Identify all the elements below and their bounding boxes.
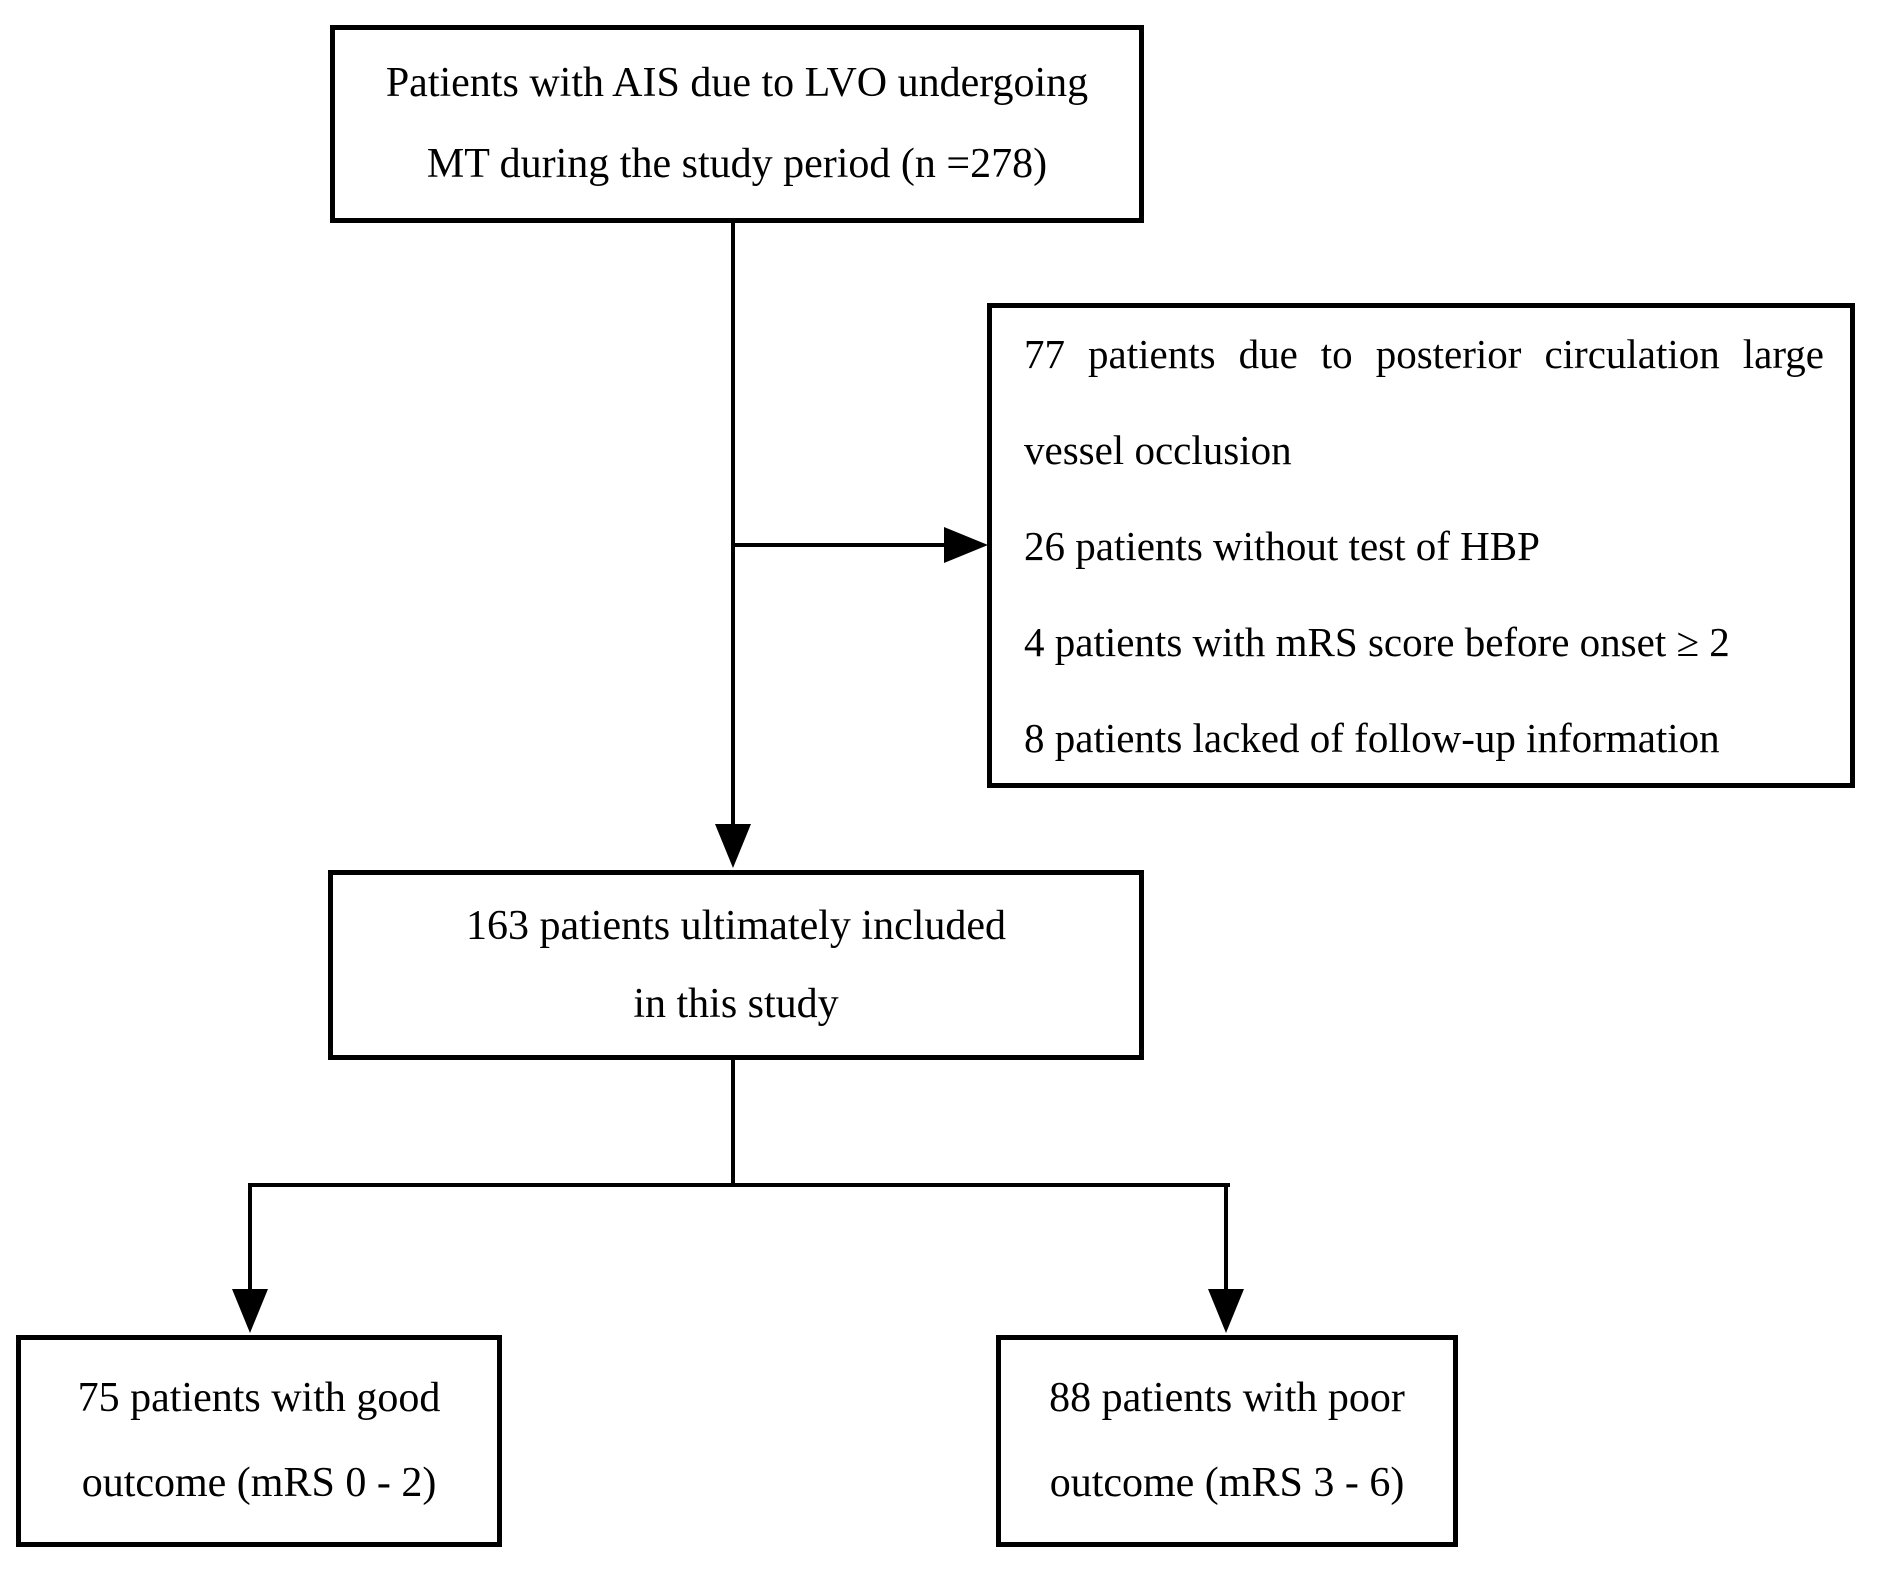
good-outcome-line2: outcome (mRS 0 - 2)	[81, 1460, 437, 1507]
box-exclusions: 77 patients due to posterior circulation…	[987, 303, 1855, 788]
connector-initial-to-included	[731, 223, 735, 826]
box-good-outcome: 75 patients with good outcome (mRS 0 - 2…	[16, 1335, 502, 1547]
box-initial-cohort: Patients with AIS due to LVO undergoing …	[330, 25, 1144, 223]
exclusion-item-no-followup: 8 patients lacked of follow-up informati…	[1024, 714, 1720, 761]
included-patients-line2: in this study	[633, 980, 839, 1027]
arrowhead-right-exclusions-icon	[944, 527, 988, 563]
exclusion-item-posterior-lvo-line2: vessel occlusion	[1024, 426, 1292, 473]
arrowhead-down-good-outcome-icon	[232, 1289, 268, 1333]
connector-drop-good-outcome	[248, 1183, 252, 1291]
exclusion-item-no-hbp-test: 26 patients without test of HBP	[1024, 522, 1540, 569]
exclusion-item-mrs-before-onset: 4 patients with mRS score before onset ≥…	[1024, 618, 1730, 665]
initial-cohort-line1: Patients with AIS due to LVO undergoing	[385, 60, 1089, 107]
box-poor-outcome: 88 patients with poor outcome (mRS 3 - 6…	[996, 1335, 1458, 1547]
box-included-patients: 163 patients ultimately included in this…	[328, 870, 1144, 1060]
connector-drop-poor-outcome	[1224, 1183, 1228, 1291]
included-patients-line1: 163 patients ultimately included	[465, 902, 1007, 949]
connector-branch-to-exclusions	[733, 543, 946, 547]
good-outcome-line1: 75 patients with good	[77, 1374, 441, 1421]
poor-outcome-line2: outcome (mRS 3 - 6)	[1049, 1460, 1405, 1507]
exclusion-item-posterior-lvo-line1: 77 patients due to posterior circulation…	[1024, 330, 1824, 377]
initial-cohort-line2: MT during the study period (n =278)	[426, 141, 1048, 188]
poor-outcome-line1: 88 patients with poor	[1049, 1374, 1405, 1421]
connector-split-bar	[248, 1183, 1230, 1187]
arrowhead-down-poor-outcome-icon	[1208, 1289, 1244, 1333]
arrowhead-down-included-icon	[715, 824, 751, 868]
connector-included-stem	[731, 1060, 735, 1187]
